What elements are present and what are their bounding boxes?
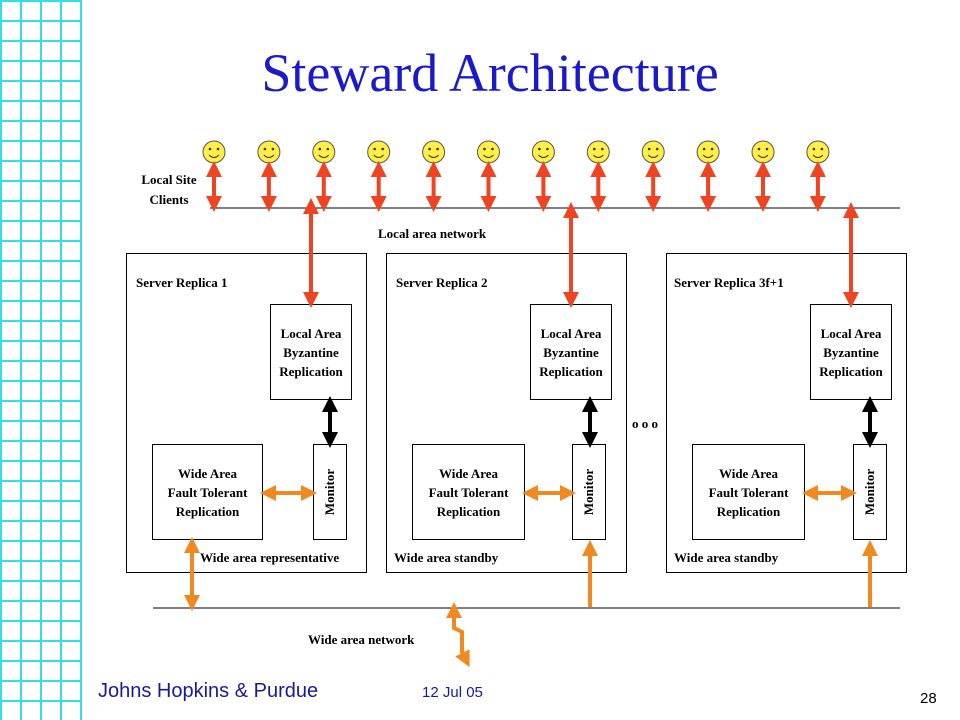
footer-institution: Johns Hopkins & Purdue: [98, 680, 319, 702]
client-3: [312, 140, 336, 212]
local-area-network-label: Local area network: [378, 226, 487, 241]
local-site-clients-label: Local Site Clients: [141, 172, 197, 207]
client-11: [751, 140, 775, 212]
wan-lightning-bolt: [452, 616, 470, 668]
wide-area-fault-tolerant-replication-3: Wide Area Fault Tolerant Replication: [692, 444, 805, 540]
local-area-byzantine-replication-2: Local Area Byzantine Replication: [530, 304, 612, 400]
client-8: [586, 140, 610, 212]
client-6: [477, 140, 500, 212]
client-9: [641, 140, 665, 212]
client-12: [806, 140, 830, 212]
wide-area-fault-tolerant-replication-1: Wide Area Fault Tolerant Replication: [152, 444, 263, 540]
client-face-icon: [367, 140, 391, 164]
client-face-icon: [531, 140, 555, 164]
client-face-icon: [806, 140, 830, 164]
local-area-byzantine-replication-1: Local Area Byzantine Replication: [270, 304, 352, 400]
page-number: 28: [920, 690, 937, 707]
client-7: [531, 140, 555, 212]
monitor-3: Monitor: [853, 444, 887, 540]
slide-title: Steward Architecture: [261, 43, 719, 103]
role-label-2: Wide area standby: [394, 550, 499, 565]
role-label-1: Wide area representative: [200, 550, 340, 565]
client-face-icon: [312, 140, 336, 164]
client-face-icon: [696, 140, 720, 164]
client-2: [257, 140, 281, 212]
wide-area-fault-tolerant-replication-2: Wide Area Fault Tolerant Replication: [412, 444, 525, 540]
client-face-icon: [751, 140, 775, 164]
local-area-byzantine-replication-3: Local Area Byzantine Replication: [810, 304, 892, 400]
role-label-3: Wide area standby: [674, 550, 779, 565]
wide-area-network-label: Wide area network: [308, 632, 415, 647]
client-1: [202, 140, 226, 212]
footer-date: 12 Jul 05: [422, 684, 483, 701]
ellipsis-label: o o o: [632, 416, 658, 431]
server-replica-2-label: Server Replica 2: [396, 275, 488, 290]
grid-decoration: [0, 0, 80, 720]
client-4: [367, 140, 391, 212]
client-10: [696, 140, 720, 212]
grid-edge: [80, 0, 82, 720]
client-face-icon: [422, 140, 446, 164]
client-face-icon: [477, 140, 500, 164]
client-face-icon: [202, 140, 226, 164]
server-replica-1-label: Server Replica 1: [136, 275, 228, 290]
server-replica-3-label: Server Replica 3f+1: [674, 275, 784, 290]
client-face-icon: [586, 140, 610, 164]
client-face-icon: [257, 140, 281, 164]
monitor-1: Monitor: [313, 444, 347, 540]
client-5: [422, 140, 446, 212]
client-face-icon: [641, 140, 665, 164]
